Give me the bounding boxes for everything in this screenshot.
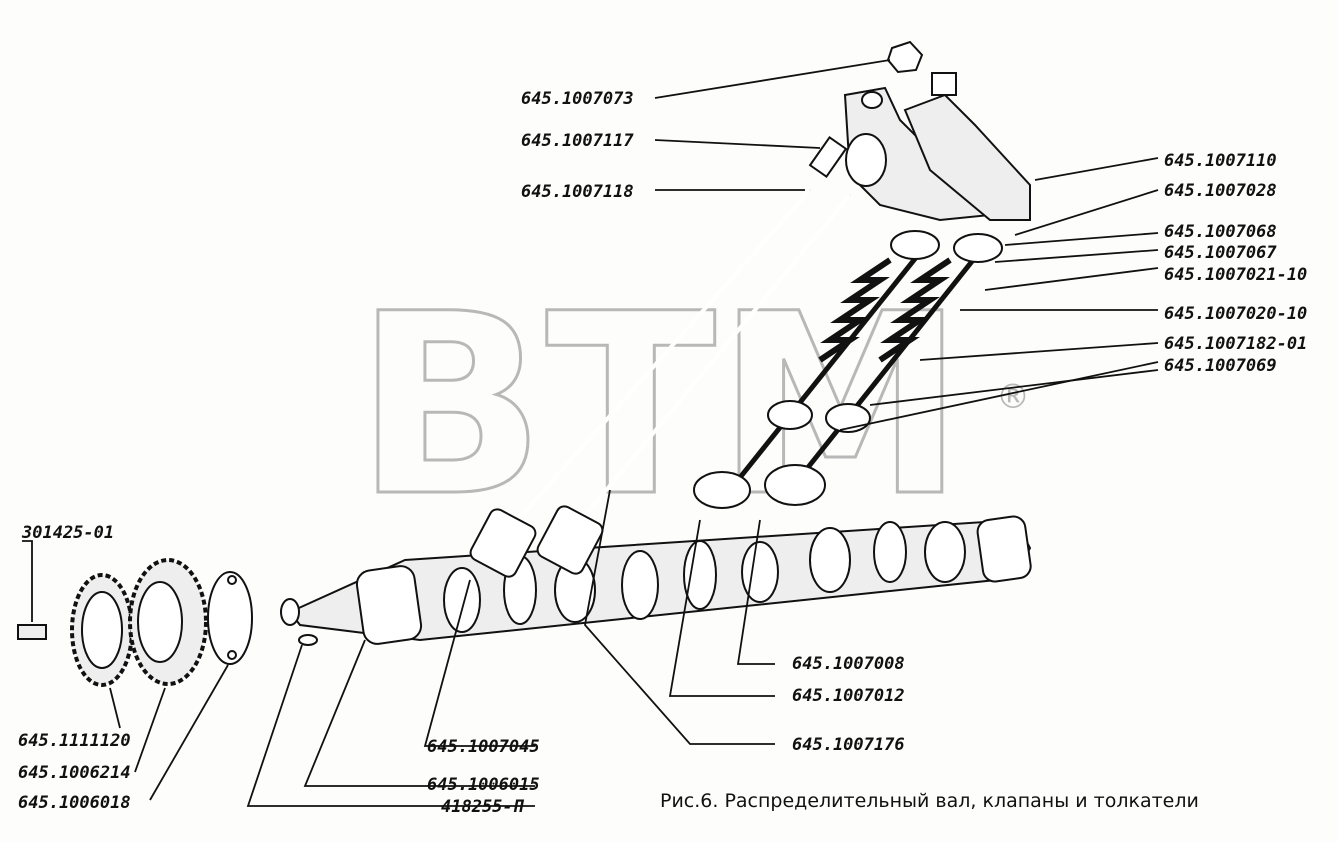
valves xyxy=(693,230,1003,509)
label-645-1007118: 645.1007118 xyxy=(521,182,634,202)
bolt xyxy=(17,624,47,640)
label-301425-01: 301425-01 xyxy=(21,523,114,543)
label-645-1007176: 645.1007176 xyxy=(792,735,905,755)
rocker-arms xyxy=(808,40,1031,222)
label-418255-p: 418255-П xyxy=(441,797,525,817)
leader-lines xyxy=(22,59,1159,807)
label-645-1007182-01: 645.1007182-01 xyxy=(1164,334,1307,354)
label-645-1006214: 645.1006214 xyxy=(18,763,131,783)
label-645-1007073: 645.1007073 xyxy=(521,89,634,109)
label-645-1007117: 645.1007117 xyxy=(521,131,634,151)
flange xyxy=(207,571,253,665)
watermark-registered-mark: ® xyxy=(996,377,1030,417)
label-645-1006018: 645.1006018 xyxy=(18,793,131,813)
label-645-1111120: 645.1111120 xyxy=(18,731,131,751)
label-645-1007028: 645.1007028 xyxy=(1164,181,1277,201)
label-645-1007069: 645.1007069 xyxy=(1164,356,1277,376)
label-645-1007020-10: 645.1007020-10 xyxy=(1164,304,1307,324)
figure-caption: Рис.6. Распределительный вал, клапаны и … xyxy=(660,790,1199,812)
nut xyxy=(886,40,924,74)
label-645-1007067: 645.1007067 xyxy=(1164,243,1277,263)
camshaft xyxy=(280,515,1032,646)
label-645-1007045: 645.1007045 xyxy=(427,737,540,757)
label-645-1007012: 645.1007012 xyxy=(792,686,905,706)
label-645-1007068: 645.1007068 xyxy=(1164,222,1277,242)
key xyxy=(298,634,318,646)
gear-group xyxy=(17,558,253,687)
label-645-1007021-10: 645.1007021-10 xyxy=(1164,265,1307,285)
label-645-1006015: 645.1006015 xyxy=(427,775,540,795)
tappet-2 xyxy=(536,505,604,575)
tappet-1 xyxy=(469,508,537,578)
label-645-1007008: 645.1007008 xyxy=(792,654,905,674)
pushrods xyxy=(469,188,852,578)
watermark-text: BTM xyxy=(355,260,965,551)
label-645-1007110: 645.1007110 xyxy=(1164,151,1277,171)
